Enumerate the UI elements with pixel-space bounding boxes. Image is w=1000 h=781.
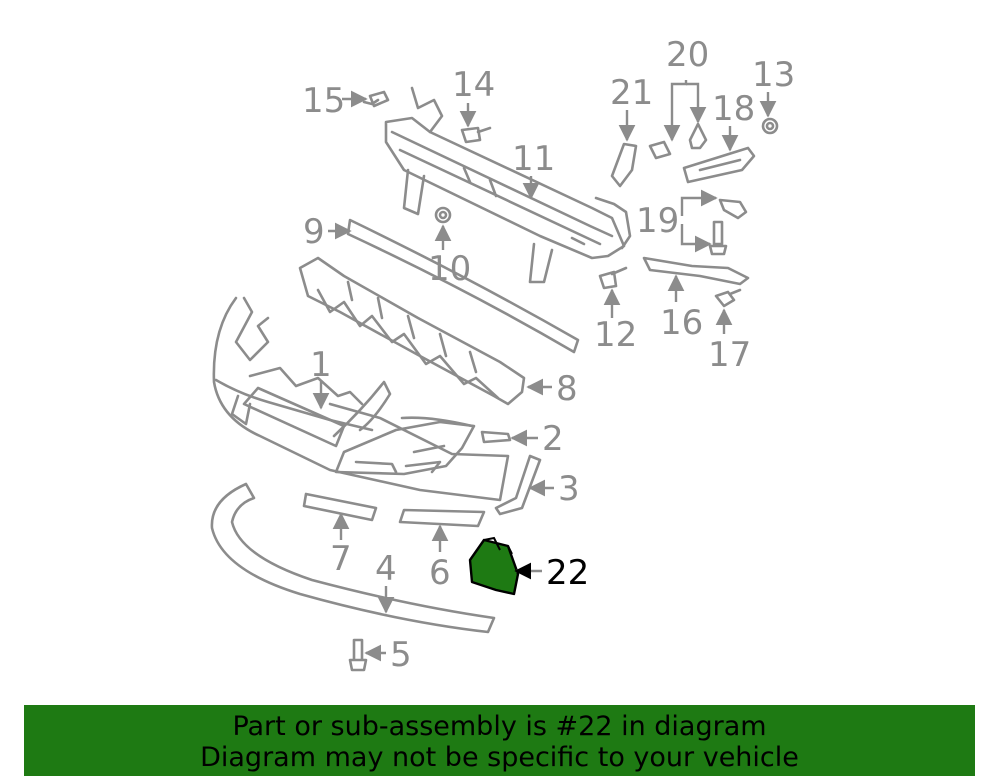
part-21-bracket <box>610 142 638 188</box>
callout-2: 2 <box>542 419 564 459</box>
callout-3: 3 <box>558 469 580 509</box>
leader-lines <box>312 80 777 662</box>
part-15-bolt <box>362 90 390 108</box>
part-4-lower-spoiler <box>210 482 496 634</box>
part-18-bracket <box>682 146 756 184</box>
info-banner: Part or sub-assembly is #22 in diagram D… <box>24 705 975 776</box>
part-1-bumper-cover <box>212 296 510 502</box>
part-20-clips <box>648 122 708 160</box>
callout-22: 22 <box>546 553 589 593</box>
part-11-reinforcement-beam <box>384 86 632 284</box>
callout-13: 13 <box>752 55 795 95</box>
part-6-grille-strip <box>398 508 486 528</box>
part-8-absorber <box>298 256 526 406</box>
callout-5: 5 <box>390 635 412 675</box>
part-12-bolt <box>598 266 628 290</box>
callout-9: 9 <box>303 212 325 252</box>
banner-line-1: Part or sub-assembly is #22 in diagram <box>232 711 767 742</box>
callout-1: 1 <box>310 345 332 385</box>
callout-19: 19 <box>636 201 679 241</box>
part-9-upper-strip <box>346 218 580 354</box>
part-10-nut <box>434 206 452 224</box>
part-16-bracket <box>642 256 750 286</box>
callout-16: 16 <box>660 303 703 343</box>
part-7-grille-strip <box>302 492 378 522</box>
callout-20: 20 <box>666 35 709 75</box>
callout-7: 7 <box>330 539 352 579</box>
part-19-bolts <box>708 198 748 256</box>
part-22-tow-hook-cover <box>468 536 520 596</box>
callout-15: 15 <box>302 81 345 121</box>
callout-10: 10 <box>428 249 471 289</box>
part-13-nut <box>761 117 779 135</box>
part-5-bolt <box>348 638 368 672</box>
part-14-bolt <box>460 126 492 144</box>
callout-11: 11 <box>512 139 555 179</box>
callout-6: 6 <box>429 553 451 593</box>
callout-17: 17 <box>708 335 751 375</box>
callout-8: 8 <box>556 369 578 409</box>
callout-4: 4 <box>375 549 397 589</box>
callout-14: 14 <box>452 65 495 105</box>
part-2-bracket <box>480 430 512 444</box>
callout-21: 21 <box>610 73 653 113</box>
part-17-bolt <box>714 288 742 308</box>
callout-labels: 15 14 11 9 10 12 1 8 2 3 7 6 4 5 20 21 1… <box>302 35 795 675</box>
callout-18: 18 <box>712 89 755 129</box>
banner-line-2: Diagram may not be specific to your vehi… <box>200 742 799 773</box>
part-3-side-trim <box>494 454 542 516</box>
parts-diagram: 15 14 11 9 10 12 1 8 2 3 7 6 4 5 20 21 1… <box>210 35 795 675</box>
callout-12: 12 <box>594 315 637 355</box>
